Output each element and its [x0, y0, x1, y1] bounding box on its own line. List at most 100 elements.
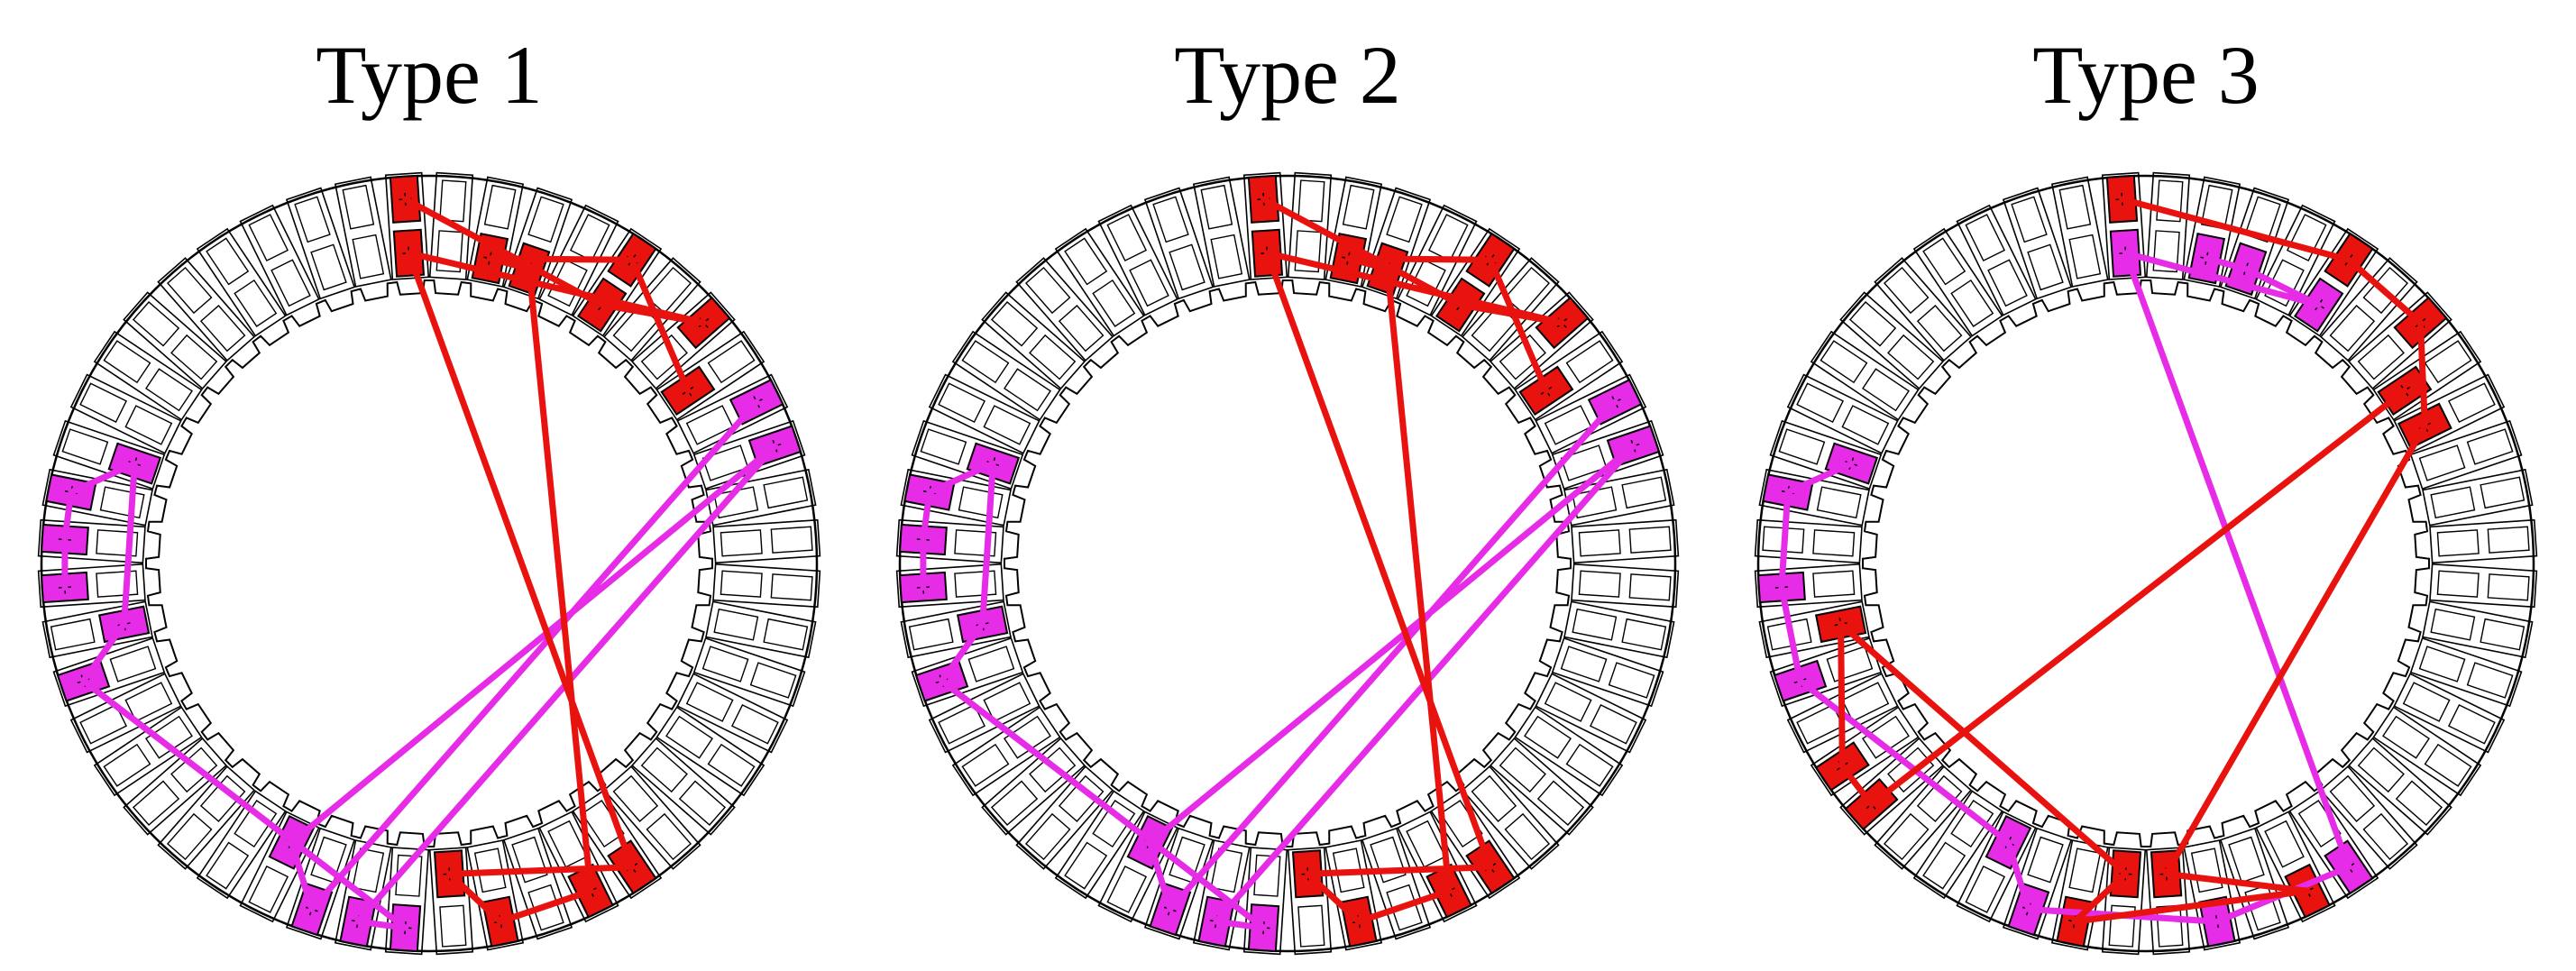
coil-cell — [1848, 300, 1897, 347]
coil-cell — [1370, 836, 1407, 884]
slot — [196, 790, 287, 900]
slot-outline — [1839, 291, 1945, 390]
slot — [1571, 518, 1680, 564]
coil-cell — [2362, 812, 2409, 861]
coil-cell — [961, 340, 1010, 384]
coil-cell — [1386, 196, 1423, 243]
slot-outline — [52, 419, 166, 490]
coil-cell — [1499, 747, 1546, 793]
slot-outline — [1956, 811, 2037, 923]
coil-cell — [763, 618, 809, 651]
coil-cell — [1841, 405, 1890, 445]
red-winding-path — [1838, 196, 2428, 925]
coil-cell — [2068, 847, 2102, 893]
coil-cell — [1589, 703, 1637, 745]
coil-cell — [248, 865, 289, 913]
coil-cell — [483, 184, 517, 230]
coil-cell — [1064, 841, 1108, 890]
coil-cell — [1342, 184, 1375, 230]
slot-outline — [2255, 204, 2336, 316]
coil-cell — [1608, 662, 1655, 699]
coil-cell — [2424, 743, 2472, 787]
coil-cell — [569, 214, 610, 262]
slot-outline — [1535, 373, 1647, 454]
slot — [1563, 468, 1675, 527]
coil-cell — [352, 847, 385, 893]
slot — [1097, 204, 1178, 316]
slot-outline — [1786, 373, 1899, 454]
stator-inner-boundary — [1004, 279, 1572, 847]
coil-cell — [206, 841, 250, 890]
coil-cell — [1816, 486, 1862, 519]
slot-outline — [1514, 330, 1624, 421]
slot-outline — [157, 257, 256, 362]
coil-cell — [1210, 234, 1243, 279]
coil-cell — [1471, 774, 1517, 822]
slot-outline — [928, 373, 1040, 454]
slot-outline — [572, 227, 663, 337]
slot — [1015, 257, 1114, 362]
coil-cell — [1499, 334, 1546, 380]
slot — [1839, 291, 1945, 390]
coil-cell — [342, 184, 375, 230]
coil-cell — [908, 618, 954, 651]
slot — [123, 291, 228, 390]
slot-outline — [123, 737, 228, 836]
coil-cell — [1064, 237, 1108, 286]
slot — [1461, 765, 1560, 870]
coil-cell — [1536, 780, 1585, 827]
diagram-title: Type 3 — [2032, 29, 2260, 121]
coil-cell — [144, 368, 193, 412]
coil-cell — [1565, 743, 1614, 787]
slot — [2393, 673, 2506, 754]
slot — [655, 706, 765, 797]
slot — [1489, 737, 1594, 836]
slot-outline — [41, 600, 153, 659]
slot-outline — [1242, 847, 1288, 956]
stator-outer-circle — [1756, 174, 2535, 953]
coil-cell — [640, 747, 688, 793]
coil-cell — [701, 444, 749, 481]
slot — [2409, 637, 2523, 708]
coil-cell — [124, 682, 173, 722]
coil-cell — [2357, 334, 2405, 380]
magenta-conductor-group — [1756, 228, 2374, 948]
slot — [428, 171, 474, 280]
diagram-title: Type 2 — [1174, 29, 1401, 121]
slot — [1514, 706, 1624, 797]
slot — [1054, 227, 1145, 337]
slot-outline — [2393, 673, 2506, 754]
diagram-panel-3: Type 3 — [1717, 0, 2575, 971]
slot-outline — [2050, 176, 2109, 288]
coil-cell — [166, 266, 213, 315]
slot-outline — [1754, 518, 1863, 564]
slot — [2319, 765, 2418, 870]
coil-cell — [1950, 279, 1994, 327]
red-winding-path — [1260, 196, 1565, 925]
coil-cell — [1106, 865, 1148, 913]
coil-cell — [103, 340, 151, 384]
slot-outline — [2219, 187, 2290, 300]
slot-outline — [466, 176, 525, 288]
slot — [2002, 187, 2073, 300]
coil-cell — [1621, 618, 1667, 651]
coil-cell — [770, 526, 813, 554]
slot-outline — [2372, 706, 2482, 797]
coil-cell — [1294, 230, 1322, 273]
coil-cell — [511, 836, 548, 884]
coil-cell — [124, 405, 173, 445]
slot-outline — [1956, 204, 2037, 316]
slot — [2422, 468, 2534, 527]
coil-cell — [1106, 214, 1148, 262]
slot — [712, 563, 821, 609]
coil-cell — [2068, 234, 2102, 279]
coil-cell — [1621, 476, 1667, 509]
slot-outline — [1015, 257, 1114, 362]
coil-cell — [79, 703, 128, 745]
coil-cell — [1406, 820, 1446, 868]
coil-cell — [720, 570, 763, 598]
coil-cell — [1565, 340, 1614, 384]
slot-outline — [1097, 811, 1178, 923]
slot-outline — [2101, 847, 2147, 956]
slot-outline — [2347, 737, 2452, 836]
